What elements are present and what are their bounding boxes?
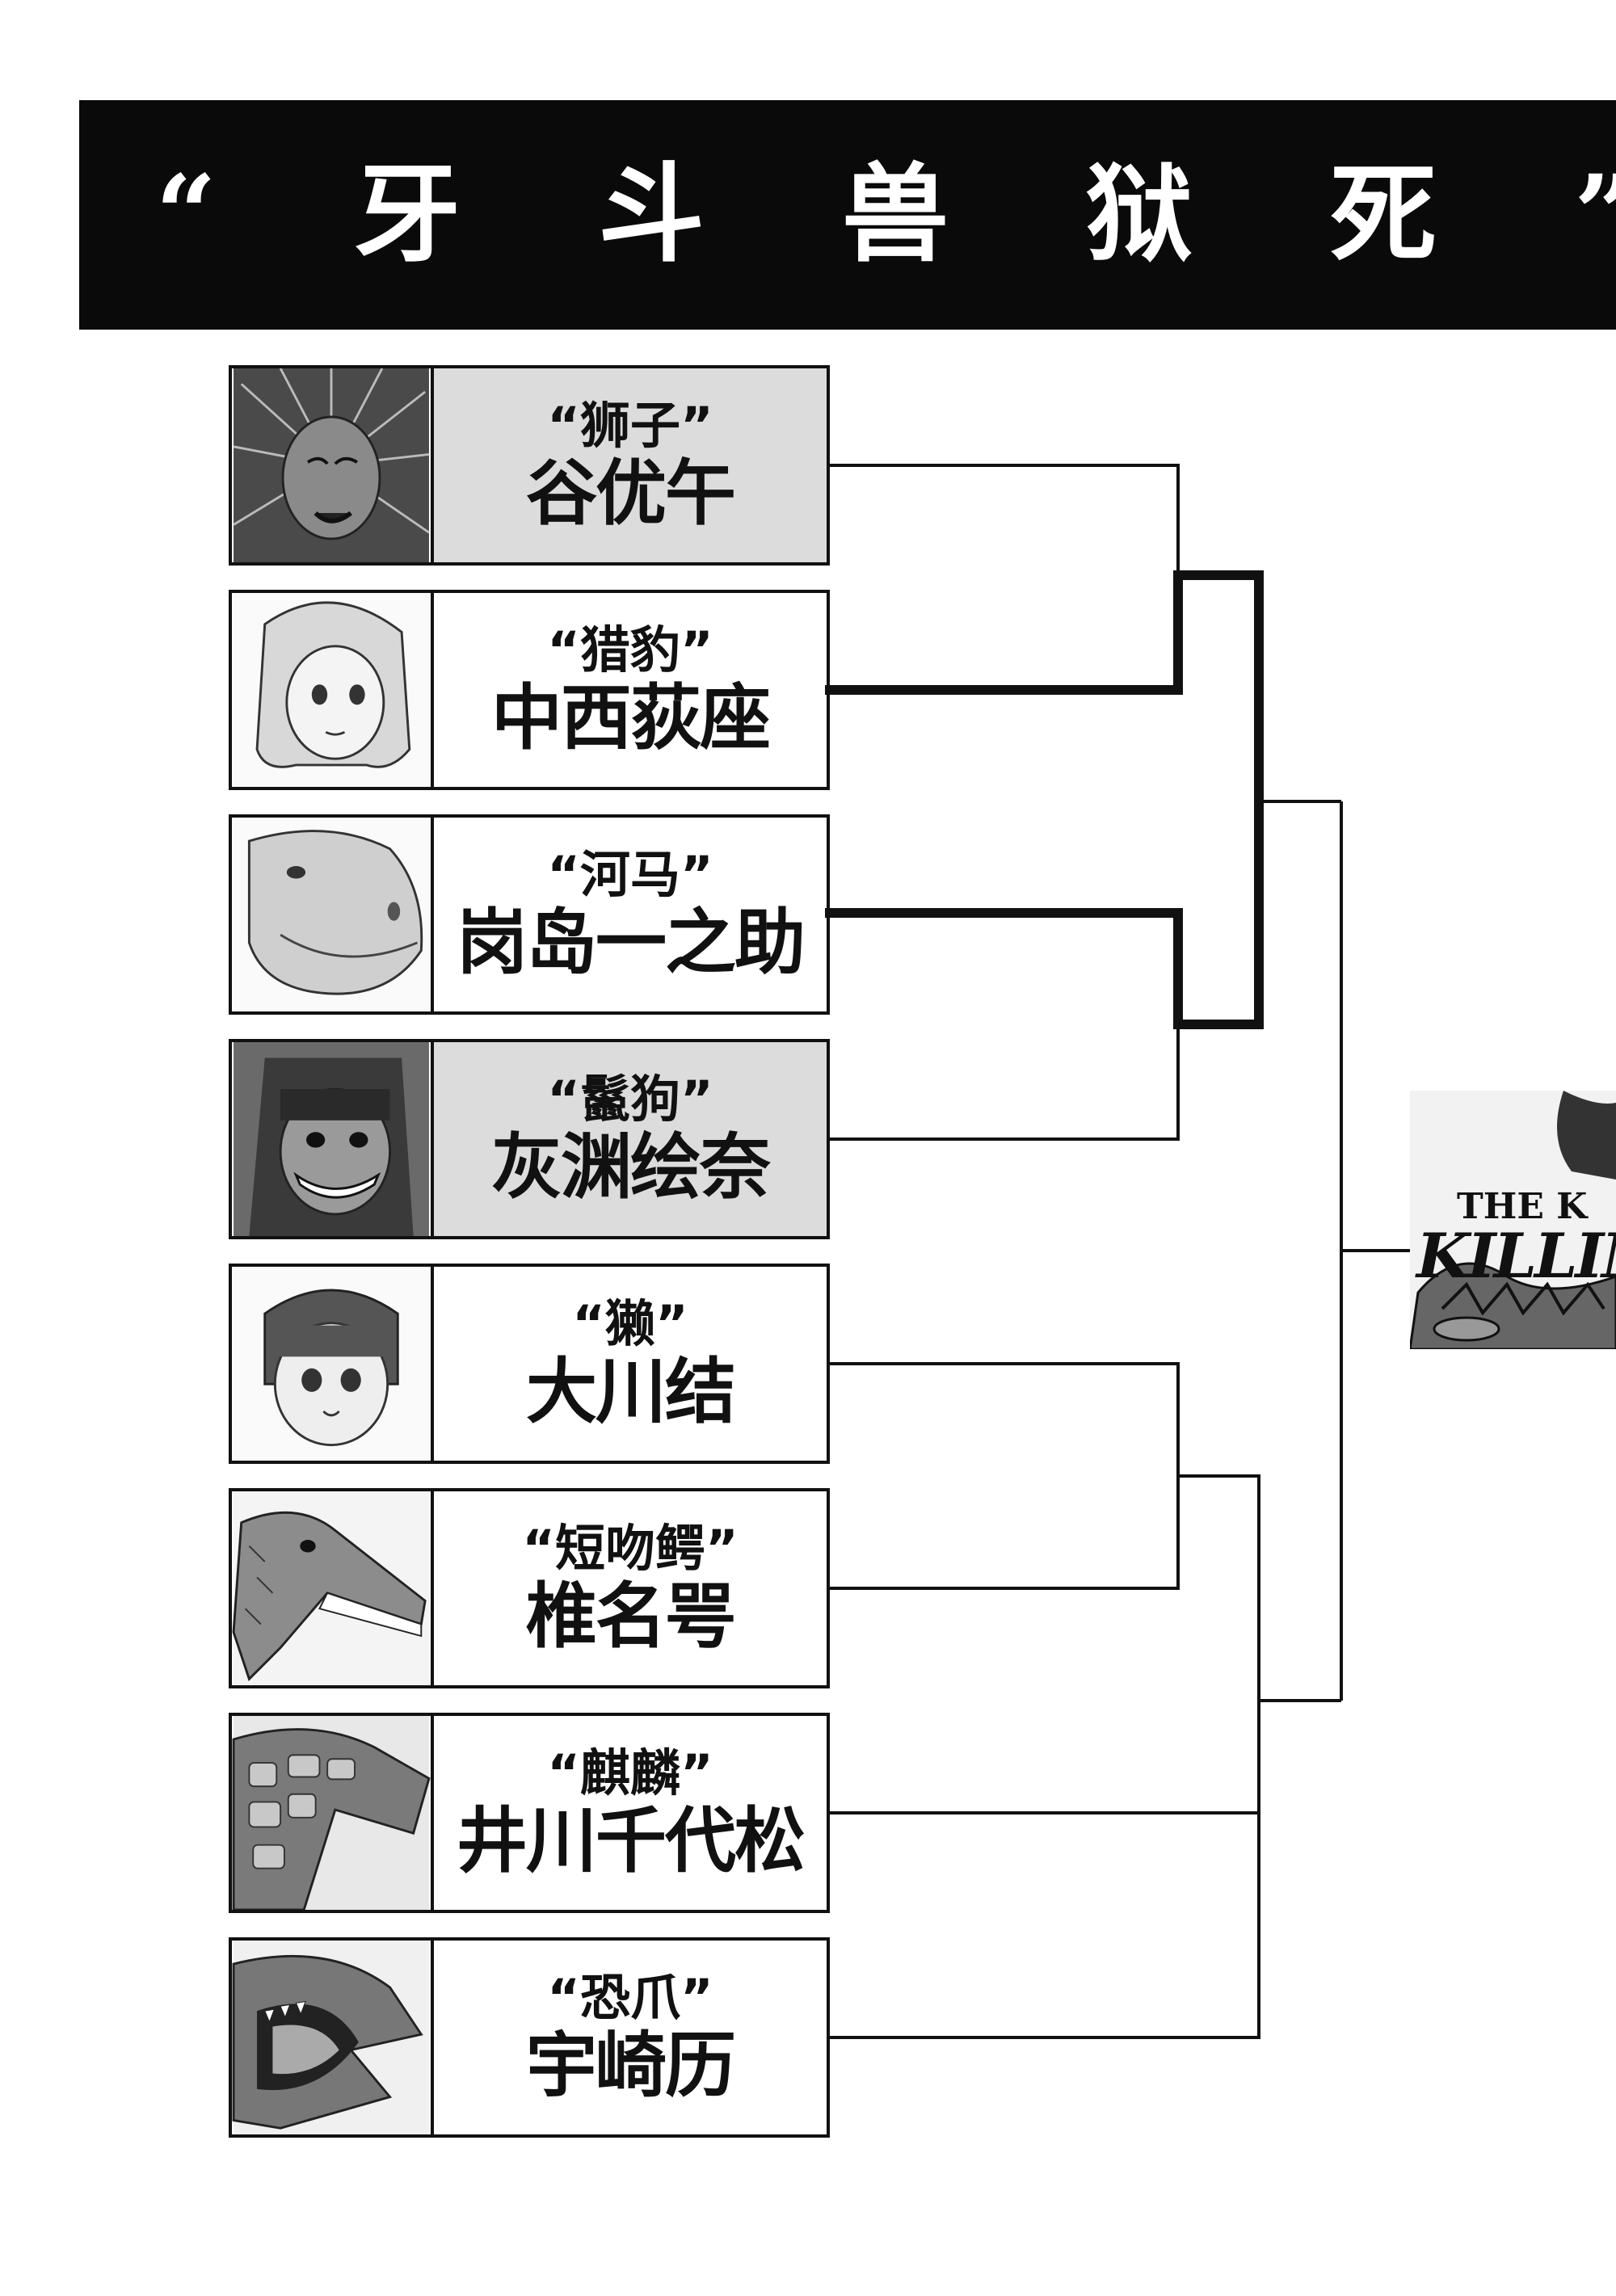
giraffe-portrait-art xyxy=(232,1716,431,1910)
hyena-portrait-art xyxy=(234,1042,429,1236)
fighter-info: “猎豹” 中西荻座 xyxy=(434,593,827,787)
fighter-name: 中西荻座 xyxy=(490,676,771,760)
crown-emblem xyxy=(1410,1091,1616,1349)
fighter-info: “短吻鳄” 椎名咢 xyxy=(434,1491,827,1685)
species-label: “鬣狗” xyxy=(547,1070,713,1129)
lion-portrait xyxy=(232,368,434,562)
logo-line-2: KILLING xyxy=(1416,1220,1616,1292)
fighter-card-alligator: “短吻鳄” 椎名咢 xyxy=(229,1488,830,1688)
fighter-card-hyena: “鬣狗” 灰渊绘奈 xyxy=(229,1039,830,1239)
fighter-card-giraffe: “麒麟” 井川千代松 xyxy=(229,1713,830,1913)
fighter-info: “狮子” 谷优午 xyxy=(434,368,827,562)
giraffe-portrait xyxy=(232,1716,434,1910)
hippo-portrait xyxy=(232,818,434,1011)
fighter-name: 灰渊绘奈 xyxy=(490,1125,771,1209)
fighter-card-otter: “獭” 大川结 xyxy=(229,1264,830,1464)
fighter-info: “獭” 大川结 xyxy=(434,1267,827,1461)
fighter-name: 宇崎历 xyxy=(525,2024,736,2108)
alligator-portrait xyxy=(232,1491,434,1685)
fighter-name: 谷优午 xyxy=(525,452,736,536)
hyena-portrait xyxy=(232,1042,434,1236)
fighter-info: “鬣狗” 灰渊绘奈 xyxy=(434,1042,827,1236)
bracket-line-winner-match-2 xyxy=(825,908,1264,1029)
bracket-line-winner-match-1 xyxy=(825,570,1264,1029)
killing-logo: THE K KILLING xyxy=(1410,1091,1616,1349)
bracket-line-semi-2 xyxy=(1178,1474,1260,1925)
hippo-portrait-art xyxy=(234,818,429,1011)
bracket-line-match-1-top xyxy=(830,464,1180,582)
species-label: “獭” xyxy=(572,1294,688,1354)
lion-portrait-art xyxy=(233,368,430,562)
title-banner: “ 牙 斗 兽 狱 死 ” xyxy=(79,100,1616,330)
fighter-name: 椎名咢 xyxy=(525,1575,736,1659)
bracket-line-match-4 xyxy=(830,1811,1260,2039)
species-label: “狮子” xyxy=(547,396,713,456)
fighter-info: “麒麟” 井川千代松 xyxy=(434,1716,827,1910)
deinonychus-portrait xyxy=(232,1941,434,2134)
species-label: “短吻鳄” xyxy=(522,1519,739,1579)
fighter-info: “河马” 岗岛一之助 xyxy=(434,818,827,1011)
fighter-name: 大川结 xyxy=(525,1350,736,1434)
species-label: “麒麟” xyxy=(547,1743,713,1803)
fighter-card-deinonychus: “恐爪” 宇崎历 xyxy=(229,1937,830,2138)
cheetah-portrait xyxy=(232,593,434,787)
logo-line-1: THE K xyxy=(1457,1186,1588,1227)
fighter-info: “恐爪” 宇崎历 xyxy=(434,1941,827,2134)
cheetah-portrait-art xyxy=(234,593,429,787)
alligator-portrait-art xyxy=(232,1491,429,1685)
fighter-card-lion: “狮子” 谷优午 xyxy=(229,365,830,566)
species-label: “恐爪” xyxy=(547,1968,713,2028)
species-label: “河马” xyxy=(547,845,713,905)
bracket-line-match-2-bottom xyxy=(830,1024,1180,1141)
deinonychus-portrait-art xyxy=(232,1941,429,2134)
page-title: “ 牙 斗 兽 狱 死 ” xyxy=(155,152,1616,277)
bracket-line-match-3 xyxy=(830,1362,1180,1590)
fighter-name: 岗岛一之助 xyxy=(456,901,806,985)
fighter-card-cheetah: “猎豹” 中西荻座 xyxy=(229,590,830,790)
fighter-name: 井川千代松 xyxy=(456,1799,806,1883)
otter-portrait xyxy=(232,1267,434,1461)
species-label: “猎豹” xyxy=(547,620,713,680)
otter-portrait-art xyxy=(234,1267,429,1461)
